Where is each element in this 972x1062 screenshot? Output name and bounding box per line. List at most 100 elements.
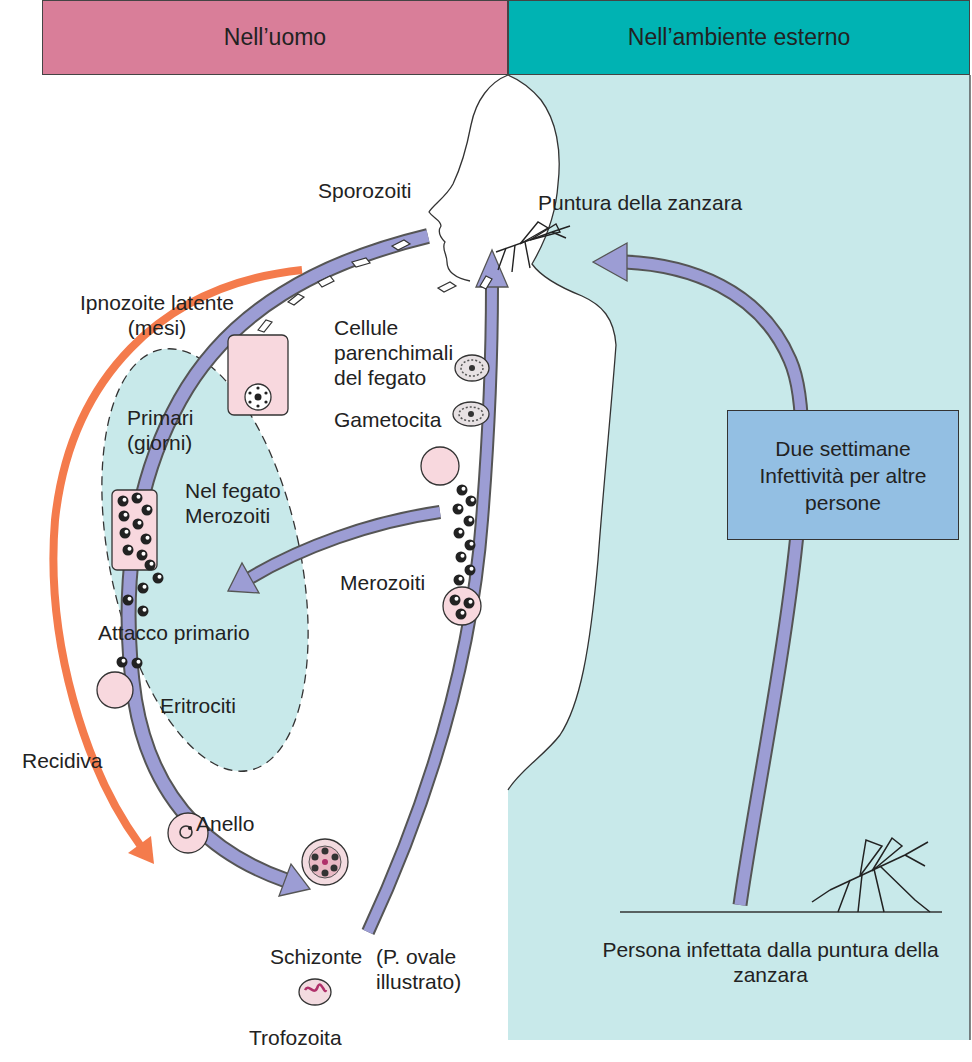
sporozoites-part [392,240,410,250]
mosquito-part [830,855,905,890]
sporozoites-part [480,276,492,289]
liver-schizont-part [137,550,148,561]
bursting-erythrocyte-part [443,587,481,625]
schizont-part [332,854,339,861]
mosquito-part [860,840,882,876]
liver-schizont-part [142,505,153,516]
face-profile [429,75,508,281]
erythrocyte-part [421,447,459,485]
merozoites-part [454,528,465,539]
transmission-arrow [593,243,802,905]
trophozoite-part [299,979,331,1005]
stage-label: Puntura della zanzara [538,190,798,215]
bursting-erythrocyte [443,587,481,625]
mosquito-part [552,226,570,238]
sporozoites-part [318,276,334,287]
info-box: Due settimane Infettività per altre pers… [727,410,959,540]
liver-cell-part [264,400,267,403]
liver-schizont-part [123,545,134,556]
sporozoites-part [352,258,370,267]
liver-cell-part [248,391,251,394]
merozoites-part [465,540,476,551]
trophozoite-part [305,985,326,991]
merozoites [453,485,477,586]
stage-label: Persona infettata dalla puntura della za… [588,937,953,987]
mosquito-part [498,242,530,272]
gametocyte-part [455,355,489,381]
schizont-part [312,865,319,872]
node-text: Due settimane Infettività per altre pers… [756,435,930,516]
liver-cell-part [256,386,259,389]
sporozoites-part [258,320,272,332]
schizont-part [309,846,341,878]
schizont-part [312,854,319,861]
schizont-part [331,865,338,872]
liver-schizont-part [133,519,144,530]
liver-schizont [112,490,157,571]
merozoites-part [454,575,465,586]
liver-cell-part [245,384,271,410]
liver-schizont-part [132,493,143,504]
liver-schizont-part [118,496,129,507]
schizont-part [322,870,329,877]
liver-cell-part [248,400,251,403]
stage-label: (P. ovale illustrato) [376,944,504,994]
gametocyte-part [461,360,483,376]
relapse-arrow-part [128,836,154,864]
dashed-region [67,330,342,790]
reinvasion-arrow-part [250,512,440,578]
liver-cell-part [264,391,267,394]
merozoites-part [466,496,477,507]
stage-label: Attacco primario [98,620,298,645]
schizont-part [322,848,329,855]
gametocyte-part [459,407,483,421]
gametocyte-part [453,402,489,426]
header-band: Nell’uomo [42,0,508,75]
liver-schizont-part [141,534,152,545]
gametocyte [453,355,489,426]
liver-schizont-part [119,511,130,522]
erythrocyte-part [97,672,133,708]
environment-panel [508,75,970,1040]
bursting-erythrocyte-part [450,595,461,606]
merozoites-part [465,565,476,576]
stage-label: Trofozoita [249,1025,379,1050]
node-text: Nell’ambiente esterno [628,24,850,51]
stage-label: Ipnozoite latente (mesi) [52,290,262,340]
stage-label: Recidiva [22,748,142,773]
bursting-erythrocyte-part [456,609,467,620]
stage-label: Merozoiti [340,570,460,595]
merozoites-part [456,552,467,563]
trophozoite [299,979,331,1005]
stage-label: Schizonte [270,944,390,969]
mosquito [496,222,570,272]
erythrocyte [97,672,133,708]
mosquito-part [520,222,548,244]
mosquito [812,838,930,912]
mosquito-part [872,838,902,871]
stage-label: Nel fegato Merozoiti [185,478,303,528]
bursting-erythrocyte-part [464,598,475,609]
mosquito-part [530,224,560,240]
stage-label: Anello [196,811,296,836]
liver-cell-part [256,404,259,407]
relapse-arrow [53,270,302,864]
liver-schizont-part [112,490,157,570]
panel-border [969,75,970,1040]
liver-schizont-part [120,528,131,539]
gametocyte-part [469,365,475,371]
stage-label: Cellule parenchimali del fegato [334,315,474,390]
mosquito-part [905,842,928,866]
schizont [302,839,348,885]
merozoites-part [153,573,164,584]
reinvasion-arrow-part [250,512,440,578]
ring-stage-part [188,826,192,830]
merozoites [117,573,164,669]
transmission-arrow-part [593,243,627,281]
merozoites-part [457,485,468,496]
stage-label: Gametocita [334,407,464,432]
gametocyte-part [468,411,474,417]
node-text: Nell’uomo [224,24,326,51]
